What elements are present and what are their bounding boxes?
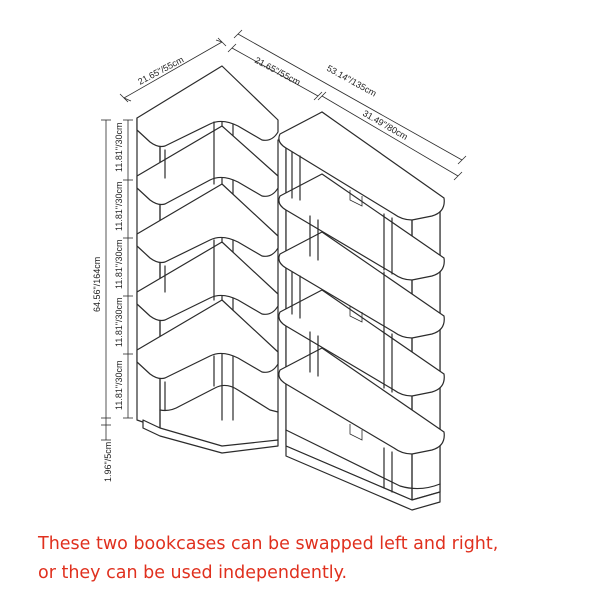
left-shelf — [136, 183, 279, 264]
right-shelf — [278, 111, 445, 221]
left-shelf — [136, 65, 279, 148]
right-shelf — [278, 173, 445, 281]
left-corner-bookcase — [136, 65, 287, 454]
dimension-base-height: 1.96"/5cm — [101, 418, 113, 482]
dimension-label: 1.96"/5cm — [103, 442, 113, 482]
caption-line-2: or they can be used independently. — [38, 563, 348, 583]
dimension-shelf-spacing: 11.81"/30cm 11.81"/30cm 11.81"/30cm 11.8… — [114, 119, 133, 419]
shelf-spacing-label: 11.81"/30cm — [114, 297, 124, 347]
shelf-spacing-label: 11.81"/30cm — [114, 181, 124, 231]
right-shelf — [278, 289, 445, 397]
left-shelf — [136, 241, 279, 322]
dimension-label: 21.65"/55cm — [253, 55, 302, 87]
left-shelf — [136, 299, 279, 380]
dimension-label: 64.56"/164cm — [92, 257, 102, 312]
right-shelf — [278, 231, 445, 339]
dimension-label: 31.49"/80cm — [361, 108, 410, 142]
dimension-overall-height: 64.56"/164cm — [92, 119, 111, 419]
right-shelf — [278, 347, 445, 455]
dimension-label: 21.65"/55cm — [136, 54, 185, 86]
shelf-spacing-label: 11.81"/30cm — [114, 239, 124, 289]
caption-line-1: These two bookcases can be swapped left … — [38, 534, 499, 554]
shelf-spacing-label: 11.81"/30cm — [114, 360, 124, 410]
right-straight-bookcase — [278, 111, 445, 511]
left-shelf — [136, 125, 279, 206]
dimension-label: 53.14"/135cm — [325, 63, 378, 99]
shelf-spacing-label: 11.81"/30cm — [114, 122, 124, 172]
